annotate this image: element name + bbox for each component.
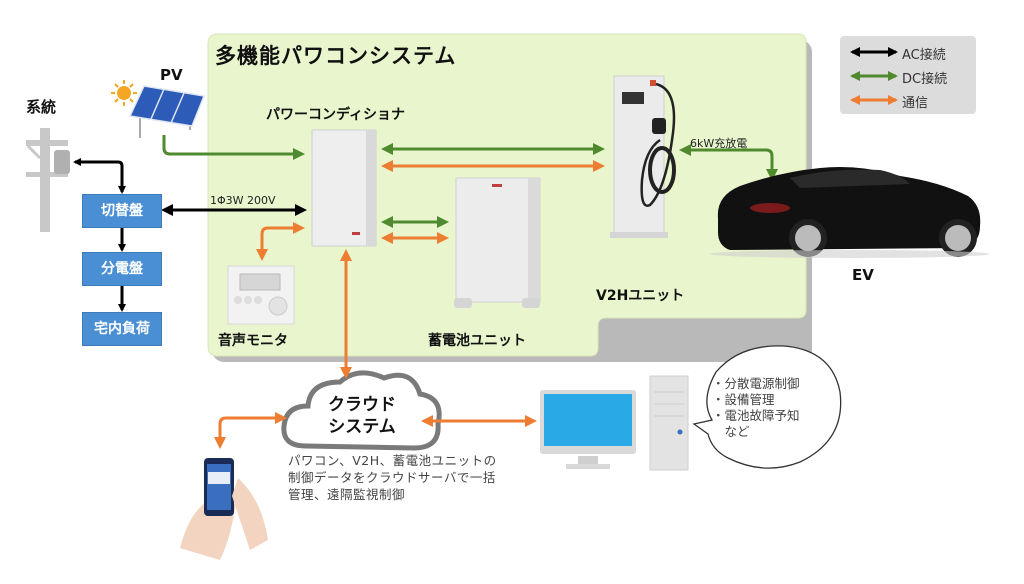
diagram-title: 多機能パワコンシステム [215, 44, 457, 68]
home-load-box: 宅内負荷 [82, 312, 162, 346]
power-conditioner-label: パワーコンディショナ [266, 107, 406, 123]
bubble-item: ・分散電源制御 [712, 376, 800, 391]
v2h-charge-label: 6kW充放電 [690, 137, 748, 150]
power-conditioner-icon [311, 129, 377, 247]
distribution-board-box: 分電盤 [82, 252, 162, 286]
bubble-list: ・分散電源制御 ・設備管理 ・電池故障予知 など [712, 376, 800, 440]
smartphone-icon [180, 458, 268, 560]
dc-pv-line [162, 135, 305, 160]
voice-monitor-label: 音声モニタ [218, 333, 288, 349]
switchboard-box: 切替盤 [82, 194, 162, 228]
cloud-description: パワコン、V2H、蓄電池ユニットの 制御データをクラウドサーバで一括 管理、遠隔… [288, 452, 497, 503]
legend-dc-label: DC接続 [902, 72, 948, 87]
comm-pcs-monitor [256, 222, 305, 261]
cloud-label-line1: クラウド [328, 395, 396, 415]
sun-icon [111, 80, 137, 106]
dc-v2h-ev [679, 144, 778, 181]
ac-pole-to-switch [73, 158, 126, 194]
cloud-label-line2: システム [328, 417, 396, 437]
solar-panel-icon [128, 85, 206, 138]
battery-unit-icon [454, 177, 541, 308]
grid-label: 系統 [26, 98, 57, 116]
utility-pole-icon [26, 128, 70, 232]
battery-unit-label: 蓄電池ユニット [428, 333, 526, 349]
bubble-item: ・電池故障予知 [712, 408, 800, 423]
legend-arrows-overlay [850, 47, 898, 105]
legend-ac-label: AC接続 [902, 48, 946, 63]
bubble-item: ・設備管理 [712, 392, 775, 407]
comm-cloud-phone [214, 412, 287, 449]
v2h-unit-label: V2Hユニット [596, 288, 685, 304]
ev-car-icon [710, 167, 990, 258]
desktop-pc-icon [540, 375, 689, 471]
pv-label: PV [160, 66, 183, 84]
voice-monitor-icon [227, 265, 295, 325]
cloud-description-line: 制御データをクラウドサーバで一括 [288, 470, 496, 485]
speech-bubble [692, 345, 842, 469]
cloud-description-line: パワコン、V2H、蓄電池ユニットの [288, 453, 497, 468]
ac-line-label: 1Φ3W 200V [210, 194, 276, 207]
legend-comm-label: 通信 [902, 96, 929, 111]
v2h-unit-icon [610, 75, 676, 238]
ev-label: EV [852, 266, 874, 284]
cloud-label: クラウド システム [306, 394, 418, 438]
cloud-description-line: 管理、遠隔監視制御 [288, 487, 406, 502]
legend-labels: AC接続 DC接続 通信 [840, 36, 976, 114]
bubble-item: など [712, 424, 750, 439]
